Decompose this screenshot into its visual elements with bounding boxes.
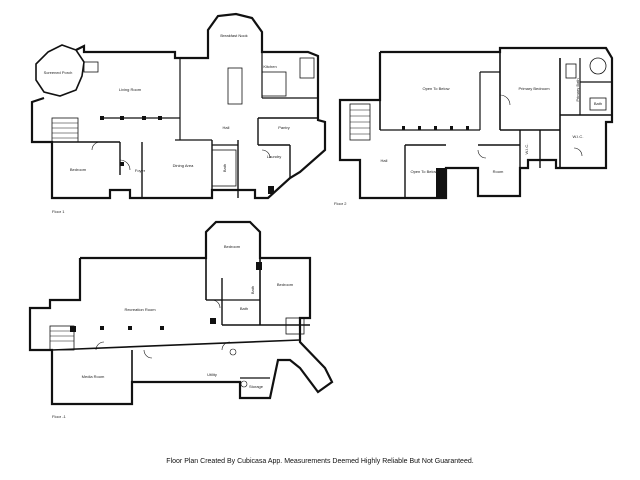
floor1-outer-wall bbox=[30, 12, 327, 200]
room-label-bath: Bath bbox=[222, 164, 227, 172]
footer-caption: Floor Plan Created By Cubicasa App. Meas… bbox=[166, 458, 474, 465]
floor0-outer-wall bbox=[28, 220, 334, 406]
room-label-living-room: Living Room bbox=[119, 87, 142, 92]
room-label-primary-bedroom: Primary Bedroom bbox=[518, 86, 550, 91]
room-label-hall: Hall bbox=[223, 125, 230, 130]
floor-2-plan bbox=[338, 46, 614, 200]
room-label-breakfast-nook: Breakfast Nook bbox=[220, 33, 247, 38]
room-label-wic-large: W.I.C. bbox=[573, 134, 584, 139]
room-label-primary-bath: Primary Bath bbox=[575, 78, 580, 101]
floor-label-floor-1: Floor 1 bbox=[52, 209, 65, 214]
floor-1-plan bbox=[30, 12, 327, 200]
room-label-bath: Bath bbox=[240, 306, 248, 311]
floor-label-floor-minus-1: Floor -1 bbox=[52, 414, 67, 419]
room-label-dining-area: Dining Area bbox=[173, 163, 194, 168]
room-label-kitchen: Kitchen bbox=[263, 64, 276, 69]
room-label-pantry: Pantry bbox=[278, 125, 290, 130]
room-label-bath-vertical: Bath bbox=[250, 286, 255, 294]
room-label-screened-porch: Screened Porch bbox=[44, 70, 73, 75]
room-label-open-to-below-upper: Open To Below bbox=[422, 86, 449, 91]
room-label-foyer: Foyer bbox=[135, 168, 146, 173]
floor-minus-1-labels: Bedroom Bedroom Bath Bath Recreation Roo… bbox=[52, 244, 294, 419]
room-label-room: Room bbox=[493, 169, 504, 174]
room-label-bath: Bath bbox=[594, 101, 602, 106]
room-label-utility: Utility bbox=[207, 372, 217, 377]
room-label-wic-small: W.I.C. bbox=[524, 144, 529, 155]
room-label-recreation-room: Recreation Room bbox=[124, 307, 156, 312]
floor-2-labels: Open To Below Primary Bedroom Primary Ba… bbox=[334, 78, 602, 206]
room-label-hall: Hall bbox=[381, 158, 388, 163]
room-label-bedroom-right: Bedroom bbox=[277, 282, 294, 287]
room-label-storage: Storage bbox=[249, 384, 264, 389]
room-label-media-room: Media Room bbox=[82, 374, 105, 379]
room-label-bedroom-top: Bedroom bbox=[224, 244, 241, 249]
room-label-bedroom: Bedroom bbox=[70, 167, 87, 172]
floor2-outer-wall bbox=[338, 46, 614, 200]
room-label-open-to-below-lower: Open To Below bbox=[410, 169, 437, 174]
screened-porch-outline bbox=[35, 44, 85, 97]
floor-minus-1-plan bbox=[28, 220, 334, 406]
floor-1-labels: Screened Porch Breakfast Nook Living Roo… bbox=[44, 33, 290, 214]
room-label-laundry: Laundry bbox=[267, 154, 281, 159]
floor-label-floor-2: Floor 2 bbox=[334, 201, 347, 206]
